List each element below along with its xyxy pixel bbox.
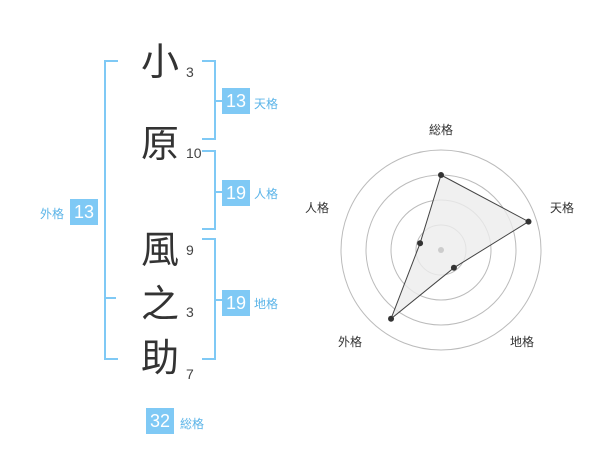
tenkaku-label: 天格 (254, 97, 279, 111)
radar-points (388, 172, 532, 322)
radar-label-chikaku: 地格 (510, 334, 534, 349)
radar-label-jinkaku: 人格 (305, 200, 329, 215)
name-char-1: 小 (140, 40, 179, 84)
stroke-count-3: 9 (186, 242, 194, 258)
tenkaku-bracket (202, 60, 216, 140)
name-char-3: 風 (140, 228, 179, 272)
radar-label-gaikaku: 外格 (338, 334, 362, 349)
gaikaku-bracket (104, 60, 118, 360)
soukaku-badge: 32 (146, 408, 174, 434)
jinkaku-bracket (202, 150, 216, 230)
radar-point (525, 218, 532, 225)
stroke-count-2: 10 (186, 145, 202, 161)
name-char-4: 之 (140, 282, 179, 326)
radar-point (450, 264, 457, 271)
radar-ring (340, 149, 542, 351)
jinkaku-label: 人格 (254, 187, 279, 201)
stroke-count-5: 7 (186, 366, 194, 382)
gaikaku-label: 外格 (40, 207, 65, 221)
chikaku-label: 地格 (254, 297, 279, 311)
name-char-2: 原 (140, 122, 179, 166)
jinkaku-badge: 19 (222, 180, 250, 206)
jinkaku-connector (216, 191, 222, 193)
chikaku-connector (216, 299, 222, 301)
radar-labels: 総格 天格 地格 外格 人格 (305, 122, 574, 349)
radar-label-soukaku: 総格 (429, 122, 453, 137)
name-char-5: 助 (140, 336, 179, 380)
stroke-count-1: 3 (186, 64, 194, 80)
chikaku-bracket (202, 238, 216, 360)
gaikaku-badge: 13 (70, 199, 98, 225)
stroke-count-4: 3 (186, 304, 194, 320)
chikaku-badge: 19 (222, 290, 250, 316)
radar-point (388, 315, 395, 322)
radar-center (438, 247, 444, 253)
radar-point (417, 240, 424, 247)
radar-point (438, 172, 444, 178)
soukaku-label: 総格 (180, 417, 205, 431)
radar-label-tenkaku: 天格 (550, 200, 574, 215)
tenkaku-connector (216, 100, 222, 102)
tenkaku-badge: 13 (222, 88, 250, 114)
radar-area (389, 174, 530, 321)
